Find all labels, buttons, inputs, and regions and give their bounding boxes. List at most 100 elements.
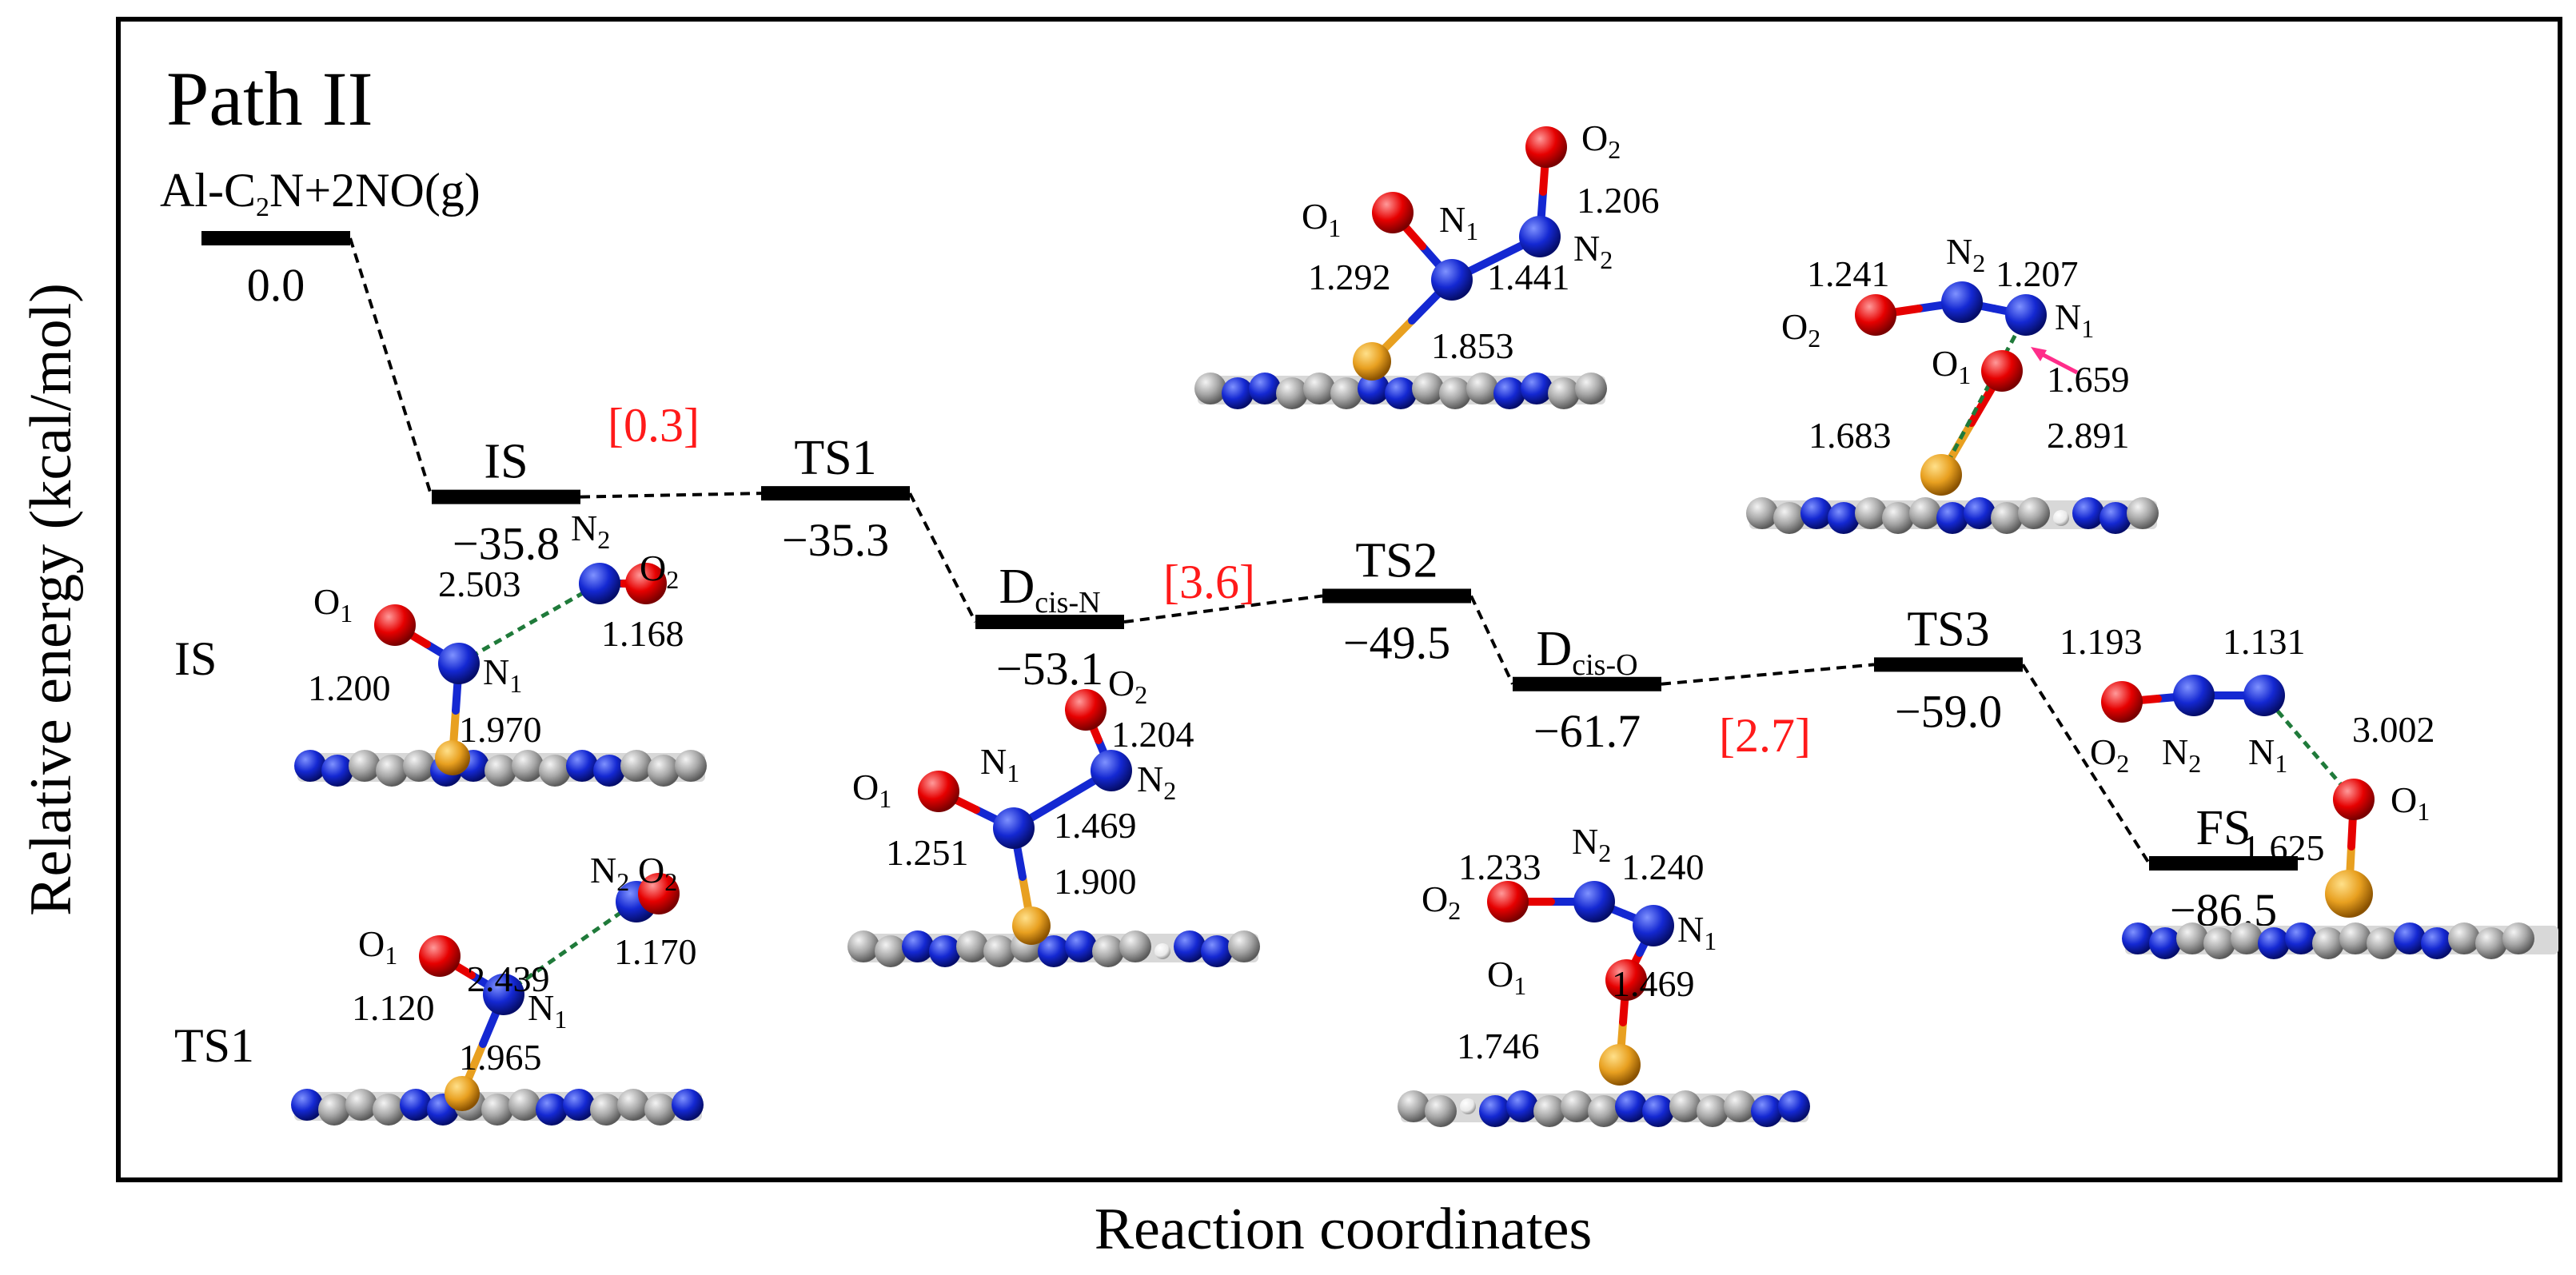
molecular-structures — [291, 126, 2558, 1127]
carbon-atom — [1439, 377, 1471, 409]
nitrogen-atom — [2122, 922, 2154, 954]
atom-label: O2 — [1781, 306, 1820, 353]
bond-length: 1.625 — [2242, 827, 2325, 868]
atom-label: O2 — [638, 850, 677, 896]
atom-label: N1 — [1439, 199, 1478, 245]
carbon-atom — [508, 1089, 540, 1121]
nitrogen-atom — [2149, 927, 2181, 959]
oxygen-atom — [1605, 959, 1647, 1001]
aluminium-atom — [1920, 454, 1962, 496]
nitrogen-atom — [536, 1094, 568, 1126]
nitrogen-atom — [1479, 1095, 1511, 1127]
carbon-atom — [1276, 377, 1308, 409]
state-label: TS1 — [794, 431, 876, 485]
atom-label: N1 — [980, 741, 1019, 787]
carbon-atom — [644, 1094, 676, 1126]
nitrogen-atom — [1521, 373, 1553, 404]
carbon-atom — [484, 755, 516, 787]
carbon-atom — [1882, 502, 1914, 534]
atom-label: N1 — [2248, 731, 2287, 778]
nitrogen-atom — [483, 974, 524, 1015]
carbon-atom — [2018, 497, 2050, 529]
atom-label: O2 — [1422, 879, 1461, 925]
graphene-substrate — [847, 930, 1260, 967]
oxygen-atom — [638, 873, 680, 914]
carbon-atom — [617, 1089, 649, 1121]
oxygen-atom — [1525, 126, 1567, 168]
atom-label: N1 — [1677, 909, 1717, 955]
state-label: IS — [484, 435, 528, 489]
hydrogen-atom — [1154, 943, 1170, 959]
atom-label: N2 — [571, 508, 610, 554]
atom-label: O1 — [358, 923, 397, 970]
atom-label: O1 — [852, 767, 891, 813]
atom-label: N2 — [1572, 821, 1611, 867]
nitrogen-atom — [400, 1089, 432, 1121]
oxygen-atom — [918, 771, 959, 812]
carbon-atom — [1303, 373, 1335, 404]
oxygen-atom — [374, 604, 416, 646]
arrow-head — [2031, 347, 2047, 361]
carbon-atom — [1425, 1095, 1457, 1127]
carbon-atom — [2231, 922, 2263, 954]
carbon-atom — [1466, 373, 1498, 404]
bond-length: 1.241 — [1807, 253, 1890, 294]
graphene-substrate — [294, 750, 707, 787]
carbon-atom — [2367, 927, 2399, 959]
oxygen-atom — [1065, 689, 1107, 731]
barrier-label: [3.6] — [1163, 556, 1255, 608]
carbon-atom — [875, 935, 907, 967]
nitrogen-atom — [1385, 377, 1417, 409]
bond-length: 1.251 — [886, 832, 969, 873]
graphene-substrate — [291, 1089, 704, 1126]
chart-title: Path II — [166, 56, 373, 141]
nitrogen-atom — [2285, 922, 2317, 954]
hydrogen-atom — [1460, 1098, 1476, 1114]
nitrogen-atom — [579, 563, 620, 604]
structure-label-ts1: TS1 — [174, 1019, 254, 1072]
energy-value: −61.7 — [1533, 705, 1641, 757]
barrier-label: [2.7] — [1719, 709, 1811, 762]
carbon-atom — [1330, 377, 1362, 409]
bond-length: 1.240 — [1621, 847, 1705, 887]
energy-value: −35.8 — [453, 518, 560, 570]
carbon-atom — [620, 750, 652, 782]
carbon-atom — [1724, 1090, 1756, 1122]
bond-length: 1.168 — [601, 613, 684, 654]
nitrogen-atom — [902, 930, 934, 962]
oxygen-atom — [625, 563, 667, 604]
oxygen-atom — [2101, 681, 2143, 723]
energy-profile: 0.0−35.8IS−35.3TS1−53.1Dcis-N−49.5TS2−61… — [201, 231, 2298, 936]
carbon-atom — [349, 750, 381, 782]
carbon-atom — [2502, 922, 2534, 954]
bond-length: 1.900 — [1054, 861, 1137, 902]
nitrogen-atom — [1091, 750, 1132, 791]
bond-length: 3.002 — [2352, 709, 2435, 750]
bond-length: 1.469 — [1612, 963, 1695, 1004]
nitrogen-atom — [1174, 930, 1206, 962]
bond-length: 1.207 — [1996, 253, 2079, 294]
graphene-substrate — [1194, 373, 1607, 409]
energy-connector — [1469, 595, 1514, 685]
nitrogen-atom — [1800, 497, 1832, 529]
hydrogen-atom — [2053, 510, 2069, 526]
nitrogen-atom — [1778, 1090, 1810, 1122]
carbon-atom — [2339, 922, 2371, 954]
oxygen-atom — [1981, 350, 2023, 392]
atom-label: O1 — [1932, 343, 1971, 389]
carbon-atom — [2312, 927, 2344, 959]
carbon-atom — [1855, 497, 1887, 529]
carbon-atom — [956, 930, 988, 962]
carbon-atom — [1119, 930, 1151, 962]
carbon-atom — [1746, 497, 1778, 529]
bond-length: 1.292 — [1308, 257, 1391, 297]
atom-label: O2 — [2090, 731, 2129, 778]
carbon-atom — [590, 1094, 622, 1126]
oxygen-atom — [1855, 294, 1896, 336]
carbon-atom — [1909, 497, 1941, 529]
atom-label: N2 — [1946, 231, 1985, 277]
bond-length: 1.200 — [308, 667, 391, 708]
carbon-atom — [2203, 927, 2235, 959]
